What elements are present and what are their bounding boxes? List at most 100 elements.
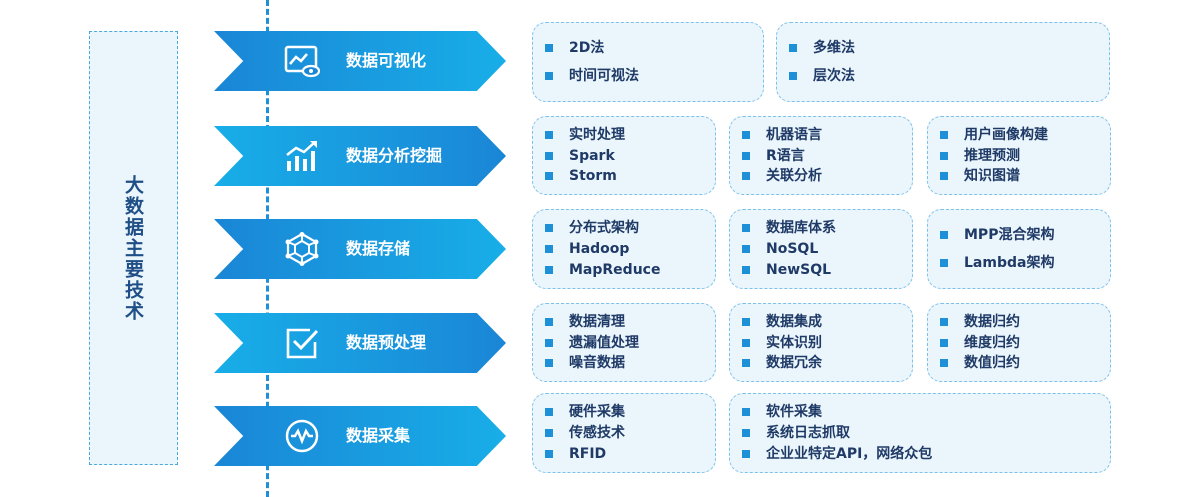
method-group: 用户画像构建 推理预测 知识图谱 [927,116,1111,195]
list-item: 系统日志抓取 [730,424,1110,442]
bullet-square-icon [742,359,750,368]
list-item: 企业业特定API，网络众包 [730,445,1110,463]
list-item: NoSQL [730,240,912,258]
list-item: R语言 [730,147,912,165]
category-arrow-visualization: 数据可视化 [214,31,506,91]
category-arrow-storage: 数据存储 [214,219,506,279]
list-item: Spark [533,147,715,165]
title-panel: 大数据主要技术 [89,31,178,465]
method-group: 机器语言 R语言 关联分析 [729,116,913,195]
category-arrow-collection: 数据采集 [214,406,506,466]
method-group: 数据库体系 NoSQL NewSQL [729,209,913,289]
bullet-square-icon [789,72,797,80]
category-label: 数据预处理 [346,333,427,352]
network-hexagon-icon [285,232,319,266]
bullet-square-icon [545,245,553,253]
bullet-square-icon [789,44,797,52]
bullet-square-icon [545,44,553,52]
list-item: 用户画像构建 [928,126,1110,144]
bullet-square-icon [545,266,553,274]
bullet-square-icon [940,130,948,139]
method-group: 硬件采集 传感技术 RFID [532,393,716,473]
list-item: 时间可视法 [533,67,763,85]
category-arrow-preprocessing: 数据预处理 [214,313,506,373]
method-group: 软件采集 系统日志抓取 企业业特定API，网络众包 [729,393,1111,473]
list-item: Hadoop [533,240,715,258]
bullet-square-icon [545,224,553,232]
method-group: 数据集成 实体识别 数据冗余 [729,303,913,382]
method-group: 多维法 层次法 [776,22,1110,102]
bullet-square-icon [545,450,553,458]
category-label: 数据采集 [346,426,411,445]
list-item: 数据集成 [730,313,912,331]
method-group: MPP混合架构 Lambda架构 [927,209,1111,289]
list-item: 层次法 [777,67,1109,85]
category-arrow-analysis: 数据分析挖掘 [214,126,506,186]
checkbox-icon [286,328,319,359]
bullet-square-icon [742,266,750,274]
list-item: Lambda架构 [928,254,1110,272]
bullet-square-icon [742,224,750,232]
bullet-square-icon [742,151,750,160]
list-item: 软件采集 [730,403,1110,421]
list-item: 数据归约 [928,313,1110,331]
bullet-square-icon [940,317,948,326]
list-item: MPP混合架构 [928,226,1110,244]
bullet-square-icon [742,408,750,416]
bullet-square-icon [545,151,553,160]
bullet-square-icon [940,259,948,267]
bullet-square-icon [940,231,948,239]
list-item: Storm [533,167,715,185]
list-item: MapReduce [533,261,715,279]
diagram-title: 大数据主要技术 [122,174,144,322]
bullet-square-icon [742,429,750,437]
method-group: 分布式架构 Hadoop MapReduce [532,209,716,289]
bullet-square-icon [545,359,553,368]
bullet-square-icon [742,338,750,347]
list-item: 多维法 [777,39,1109,57]
list-item: 数据清理 [533,313,715,331]
list-item: 知识图谱 [928,167,1110,185]
list-item: 维度归约 [928,334,1110,352]
bullet-square-icon [742,317,750,326]
bullet-square-icon [742,172,750,181]
bullet-square-icon [742,245,750,253]
signal-wave-icon [285,419,319,453]
category-label: 数据分析挖掘 [346,146,443,165]
category-label: 数据存储 [346,239,411,258]
list-item: 硬件采集 [533,403,715,421]
list-item: 实体识别 [730,334,912,352]
bullet-square-icon [742,450,750,458]
bullet-square-icon [940,359,948,368]
bullet-square-icon [545,338,553,347]
list-item: 传感技术 [533,424,715,442]
bullet-square-icon [940,151,948,160]
bullet-square-icon [742,130,750,139]
bar-chart-trend-icon [286,141,317,171]
category-label: 数据可视化 [346,51,427,70]
method-group: 实时处理 Spark Storm [532,116,716,195]
list-item: 2D法 [533,39,763,57]
list-item: 推理预测 [928,147,1110,165]
method-group: 2D法 时间可视法 [532,22,764,102]
list-item: NewSQL [730,261,912,279]
bullet-square-icon [545,317,553,326]
method-group: 数据清理 遗漏值处理 噪音数据 [532,303,716,382]
list-item: 遗漏值处理 [533,334,715,352]
list-item: 实时处理 [533,126,715,144]
bullet-square-icon [545,429,553,437]
bullet-square-icon [940,338,948,347]
list-item: 机器语言 [730,126,912,144]
bullet-square-icon [545,72,553,80]
list-item: 数据冗余 [730,354,912,372]
list-item: 噪音数据 [533,354,715,372]
list-item: RFID [533,445,715,463]
bullet-square-icon [545,408,553,416]
eye-chart-icon [284,45,320,78]
bullet-square-icon [545,130,553,139]
list-item: 数据库体系 [730,219,912,237]
list-item: 数值归约 [928,354,1110,372]
list-item: 关联分析 [730,167,912,185]
method-group: 数据归约 维度归约 数值归约 [927,303,1111,382]
bullet-square-icon [545,172,553,181]
